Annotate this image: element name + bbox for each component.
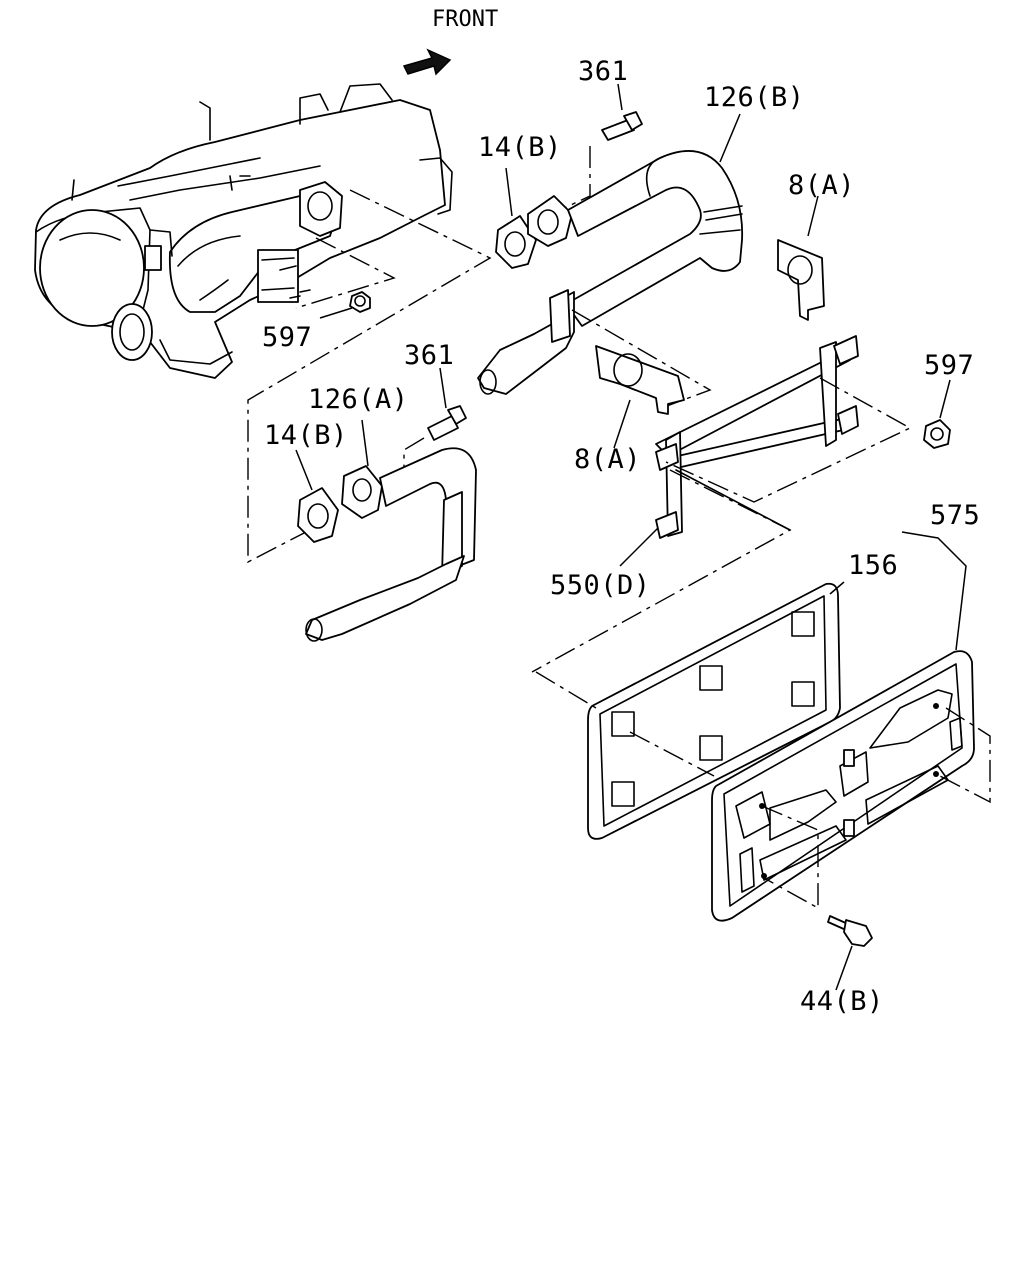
label-14b-top: 14(B) xyxy=(478,132,562,163)
label-44b: 44(B) xyxy=(800,986,884,1017)
label-361-mid: 361 xyxy=(404,340,454,371)
label-597-left: 597 xyxy=(262,322,312,353)
nut-597-left xyxy=(349,291,371,313)
exhaust-pipe-126b xyxy=(477,150,744,395)
guide-line-6 xyxy=(531,469,792,673)
front-direction-arrow-icon xyxy=(402,48,452,76)
guide-line-1 xyxy=(295,237,396,309)
gasket-14b-mid xyxy=(297,487,339,543)
leader-597-right xyxy=(939,379,951,419)
label-597-right: 597 xyxy=(924,350,974,381)
label-550d: 550(D) xyxy=(550,570,651,601)
frame-bracket-550d xyxy=(655,335,859,539)
heat-shield-575 xyxy=(711,650,975,922)
guide-line-2 xyxy=(247,189,492,564)
leader-597-left xyxy=(319,307,353,319)
label-8a-right: 8(A) xyxy=(788,170,855,201)
guide-line-8 xyxy=(535,671,597,709)
leader-14b-mid xyxy=(295,449,313,491)
guide-line-4 xyxy=(571,309,712,411)
label-361-top: 361 xyxy=(578,56,628,87)
label-126b: 126(B) xyxy=(704,82,805,113)
guide-line-10 xyxy=(935,707,991,804)
leader-156 xyxy=(829,581,845,595)
bracket-8a-mid xyxy=(595,345,685,415)
leader-44b xyxy=(835,945,853,991)
guide-line-3 xyxy=(559,146,591,211)
gasket-14b-top xyxy=(495,215,537,269)
guide-line-5 xyxy=(665,377,912,503)
leader-361-mid xyxy=(439,367,447,409)
label-126a: 126(A) xyxy=(308,384,409,415)
exhaust-pipe-126a xyxy=(305,447,477,642)
bolt-361-top xyxy=(601,111,643,141)
bracket-8a-right xyxy=(777,239,825,321)
front-label: FRONT xyxy=(432,7,498,32)
guide-line-9 xyxy=(629,731,715,777)
nut-597-right xyxy=(923,419,951,449)
label-8a-mid: 8(A) xyxy=(574,444,641,475)
guide-line-11 xyxy=(761,805,819,910)
bolt-361-mid xyxy=(427,405,467,441)
leader-550d xyxy=(619,527,659,567)
bolt-44b xyxy=(827,915,873,947)
leader-126b xyxy=(719,113,741,163)
leader-8a-mid xyxy=(613,399,631,449)
leader-361-top xyxy=(617,83,623,111)
engine-exhaust-assembly xyxy=(34,83,453,379)
label-156: 156 xyxy=(848,550,898,581)
leader-126a xyxy=(361,419,369,467)
label-575: 575 xyxy=(930,500,980,531)
leader-8a-right xyxy=(807,195,819,237)
leader-575 xyxy=(901,531,967,651)
label-14b-mid: 14(B) xyxy=(264,420,348,451)
leader-14b-top xyxy=(505,167,513,217)
